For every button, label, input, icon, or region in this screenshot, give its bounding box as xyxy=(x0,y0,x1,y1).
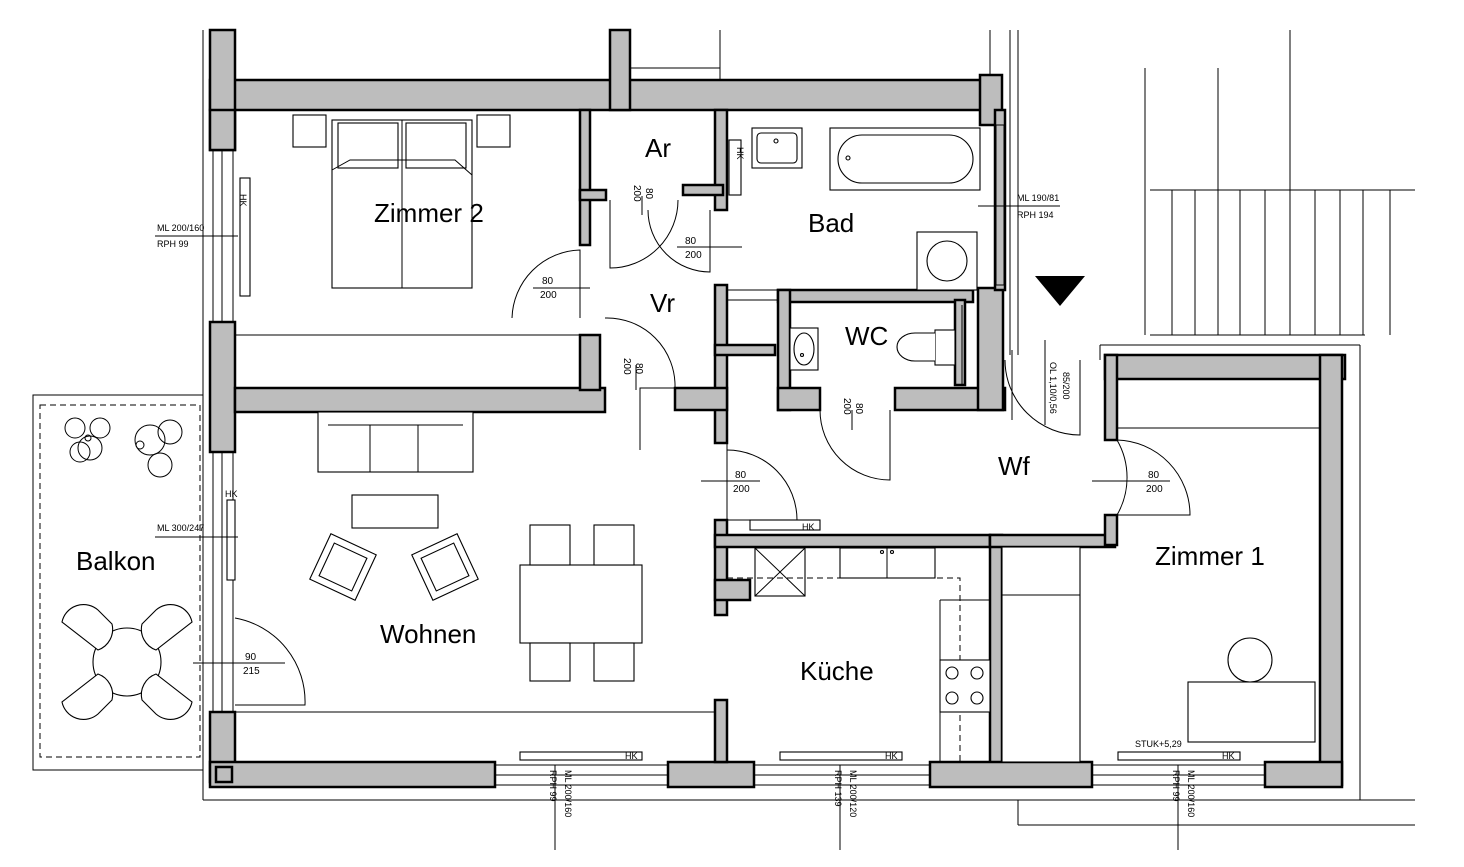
room-label-wohnen: Wohnen xyxy=(380,619,476,649)
radiator-label: HK xyxy=(225,489,238,499)
plant-icon xyxy=(134,419,183,478)
door-height: 200 xyxy=(631,185,642,202)
radiator-label: HK xyxy=(238,194,248,207)
neighbour-stair xyxy=(1144,30,1415,336)
window-rph: RPH 194 xyxy=(1017,210,1054,220)
window-size: ML 200/160 xyxy=(1186,770,1196,817)
room-labels: Zimmer 2 Ar Bad Vr WC Wf Balkon Wohnen K… xyxy=(76,133,1265,686)
room-label-bad: Bad xyxy=(808,208,854,238)
door-width: 80 xyxy=(633,363,644,375)
door-height: 215 xyxy=(243,666,260,677)
window-labels: ML 200/160 RPH 99 ML 300/247 ML 190/81 R… xyxy=(157,193,1196,817)
door-width: 80 xyxy=(853,403,864,415)
door-width: 80 xyxy=(685,236,697,247)
window-rph: RPH 99 xyxy=(548,770,558,802)
door-width: 90 xyxy=(245,652,257,663)
radiator-label: HK xyxy=(802,522,815,532)
dining-table xyxy=(519,524,643,682)
bed xyxy=(292,114,511,289)
door-ol: OL 1,10/0,56 xyxy=(1048,362,1058,414)
balcony xyxy=(32,394,204,771)
door-size: 85/200 xyxy=(1061,372,1071,400)
room-label-balkon: Balkon xyxy=(76,546,156,576)
entrance-arrow-icon xyxy=(1035,276,1085,306)
room-label-zimmer1: Zimmer 1 xyxy=(1155,541,1265,571)
door-height: 200 xyxy=(841,398,852,415)
radiator-label: HK xyxy=(1222,751,1235,761)
radiator-label: HK xyxy=(885,751,898,761)
door-height: 200 xyxy=(733,484,750,495)
door-width: 80 xyxy=(542,276,554,287)
door-height: 200 xyxy=(1146,484,1163,495)
door-height: 200 xyxy=(540,290,557,301)
window-rph: RPH 99 xyxy=(157,239,189,249)
room-label-ar: Ar xyxy=(645,133,671,163)
balcony-table xyxy=(61,604,193,720)
room-label-wc: WC xyxy=(845,321,888,351)
door-width: 80 xyxy=(1148,470,1160,481)
window-size: ML 300/247 xyxy=(157,523,204,533)
room-label-kueche: Küche xyxy=(800,656,874,686)
room-label-zimmer2: Zimmer 2 xyxy=(374,198,484,228)
door-width: 80 xyxy=(643,188,654,200)
window-size: ML 200/160 xyxy=(157,223,204,233)
top-lines xyxy=(209,30,991,80)
window-size: ML 200/160 xyxy=(563,770,573,817)
armchair xyxy=(411,533,479,601)
room-label-wf: Wf xyxy=(998,451,1031,481)
door-labels: 80 200 80 200 80 200 80 200 80 200 80 20… xyxy=(243,185,1163,677)
dimension-lines xyxy=(155,196,1179,850)
radiators: HK HK HK HK HK HK HK xyxy=(225,139,1241,761)
windows xyxy=(212,124,1266,786)
window-size: ML 190/81 xyxy=(1017,193,1059,203)
door-height: 200 xyxy=(621,358,632,375)
radiator-label: HK xyxy=(735,147,745,160)
room-label-vr: Vr xyxy=(650,288,675,318)
door-swings xyxy=(234,199,1191,706)
radiator-label: HK xyxy=(625,751,638,761)
window-rph: RPH 99 xyxy=(1171,770,1181,802)
door-width: 80 xyxy=(735,470,747,481)
plant-icon xyxy=(64,417,111,463)
sofa xyxy=(317,411,474,473)
stuk-label: STUK+5,29 xyxy=(1135,739,1182,749)
furniture xyxy=(235,114,1320,763)
window-size: ML 200/120 xyxy=(848,770,858,817)
door-height: 200 xyxy=(685,250,702,261)
armchair xyxy=(309,533,377,601)
window-rph: RPH 139 xyxy=(833,770,843,807)
